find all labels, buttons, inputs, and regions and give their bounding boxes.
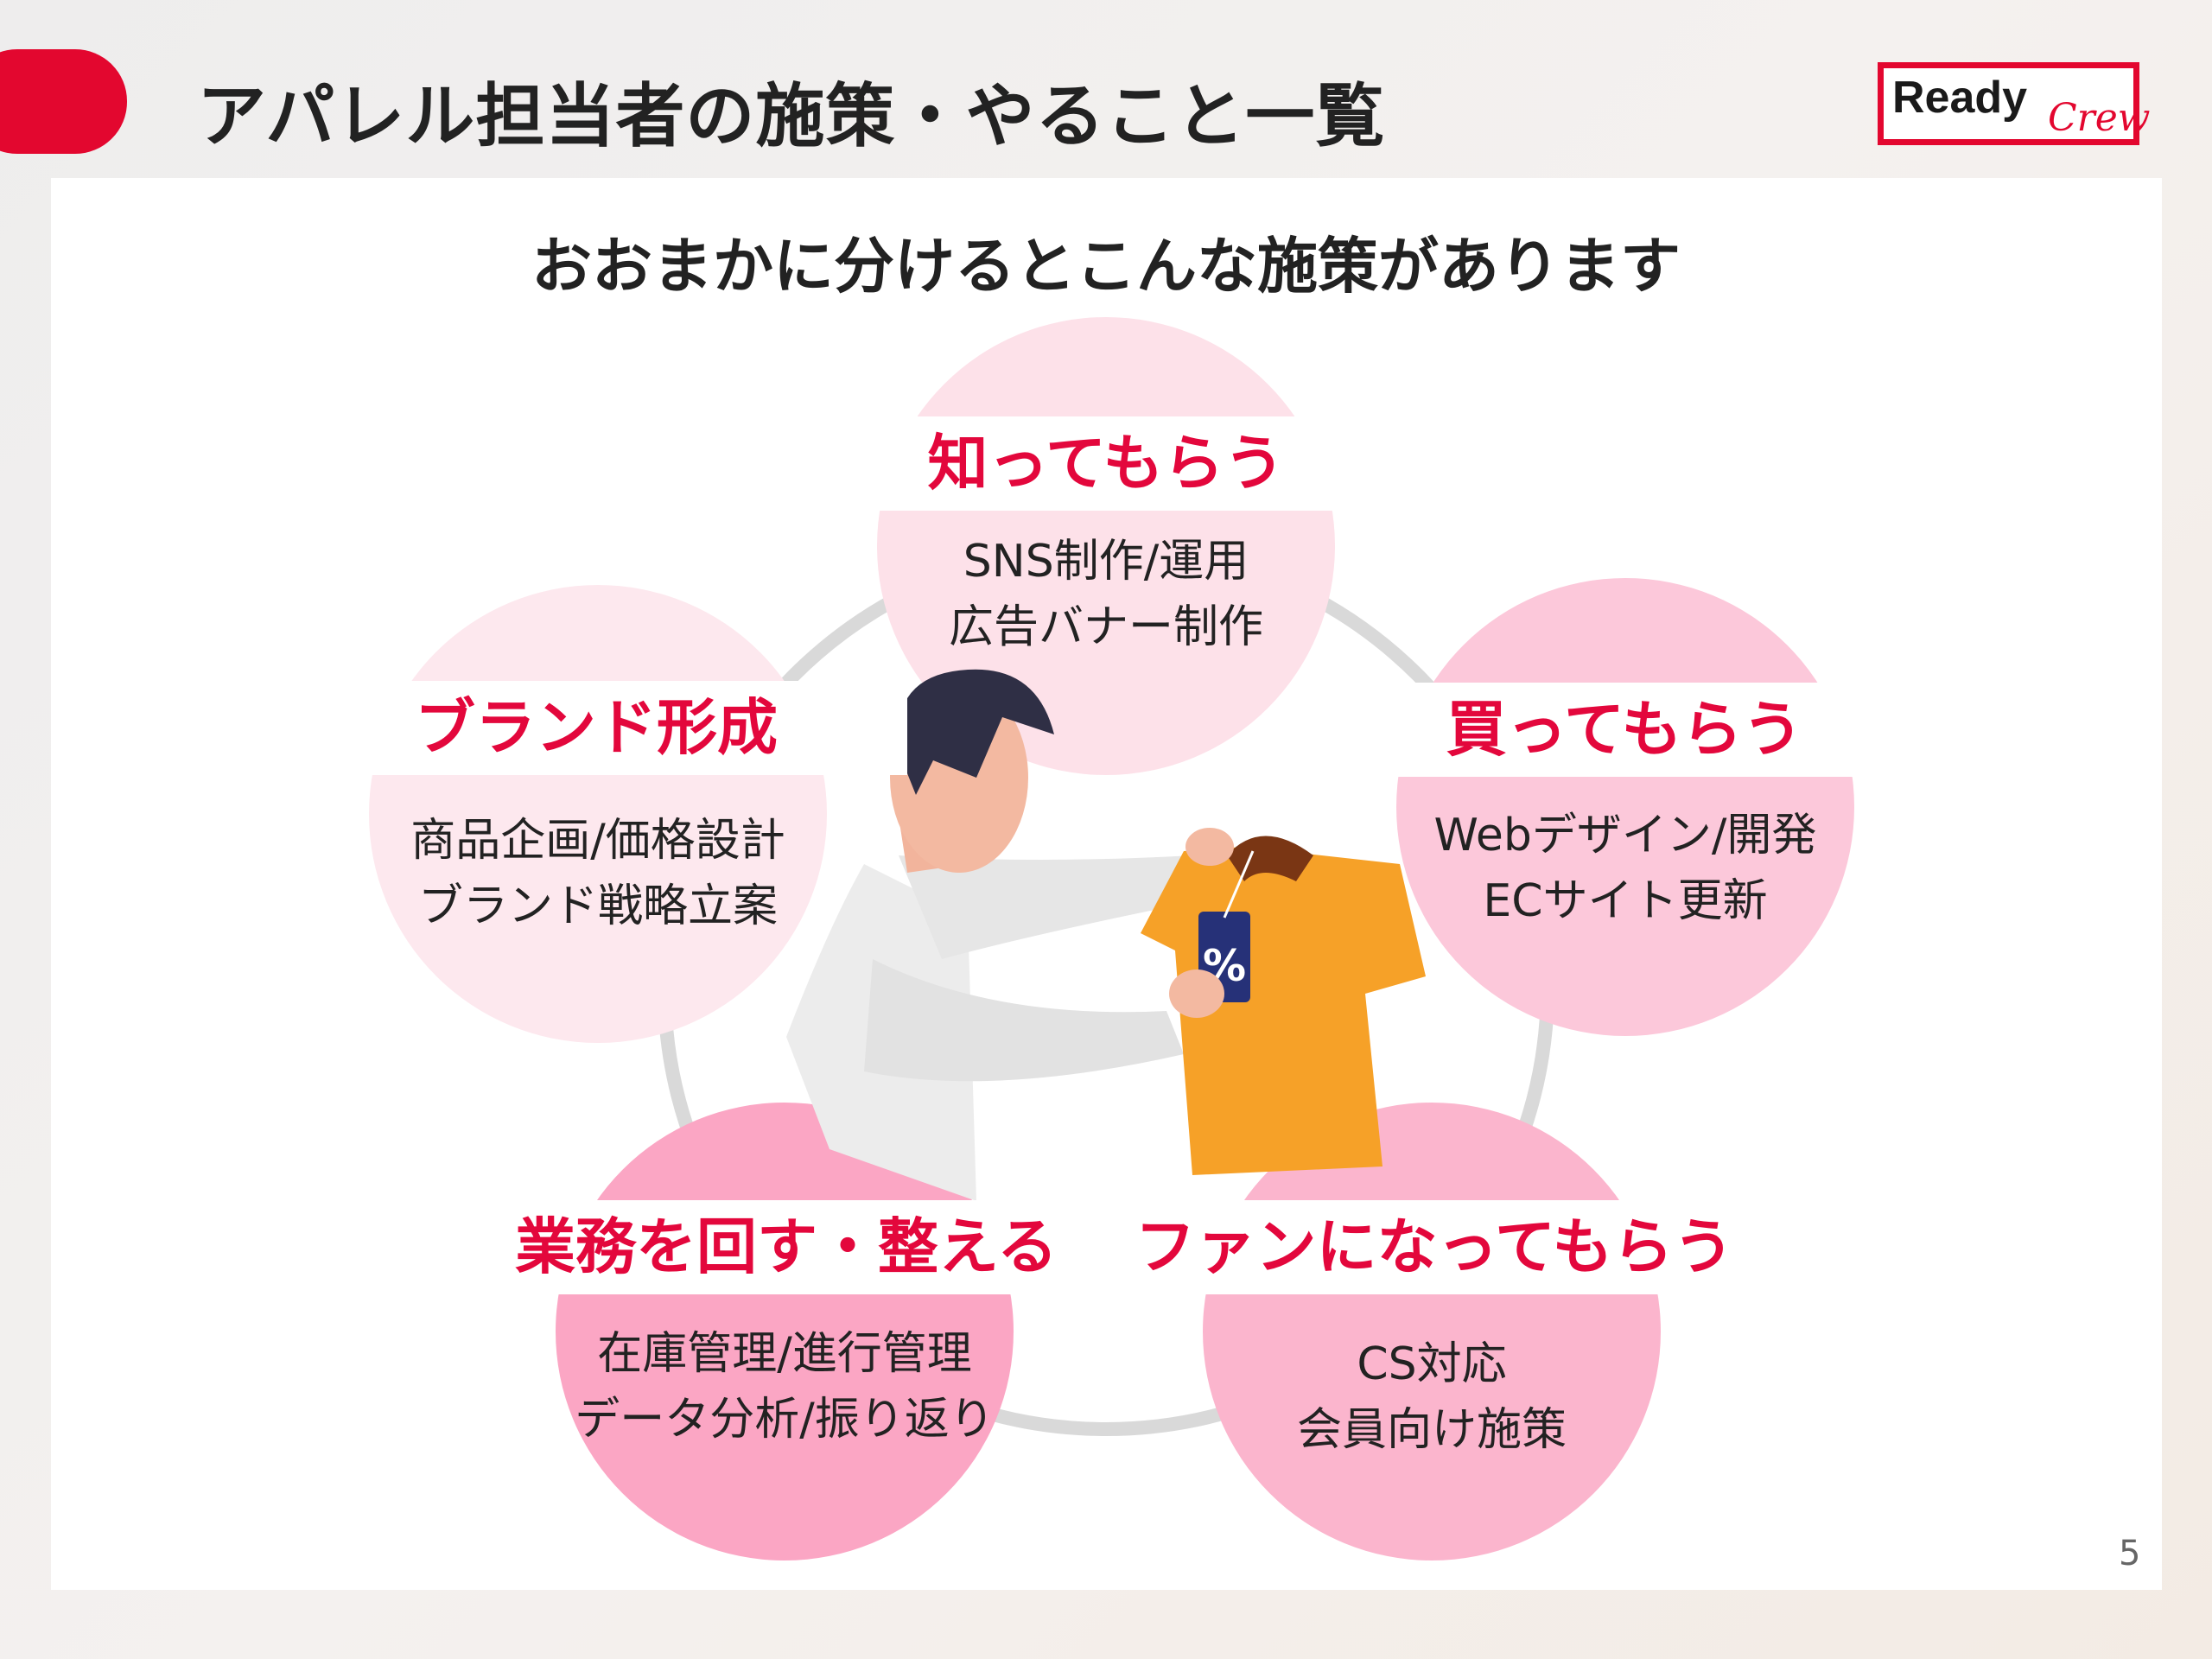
section-label-brand: ブランド形成: [285, 681, 907, 775]
section-body-operations: 在庫管理/進行管理データ分析/振り返り: [575, 1328, 995, 1446]
header-accent-pill: [0, 49, 127, 154]
section-body-fans: CS対応会員向け施策: [1296, 1338, 1567, 1456]
section-label-operations: 業務を回す・整える: [484, 1200, 1089, 1294]
section-body-awareness: SNS制作/運用広告バナー制作: [948, 536, 1263, 653]
section-body-brand: 商品企画/価格設計ブランド戦略立案: [410, 815, 785, 932]
person-illustration: %: [786, 669, 1426, 1201]
subtitle: おおまかに分けるとこんな施策があります: [531, 231, 1681, 302]
page-title: アパレル担当者の施策・やること一覧: [197, 76, 1386, 156]
section-label-purchase: 買ってもらう: [1348, 683, 1901, 777]
section-label-awareness: 知ってもらう: [877, 416, 1335, 511]
page-number: 5: [2119, 1534, 2141, 1573]
section-label-fans: ファンになってもらう: [1106, 1200, 1763, 1294]
